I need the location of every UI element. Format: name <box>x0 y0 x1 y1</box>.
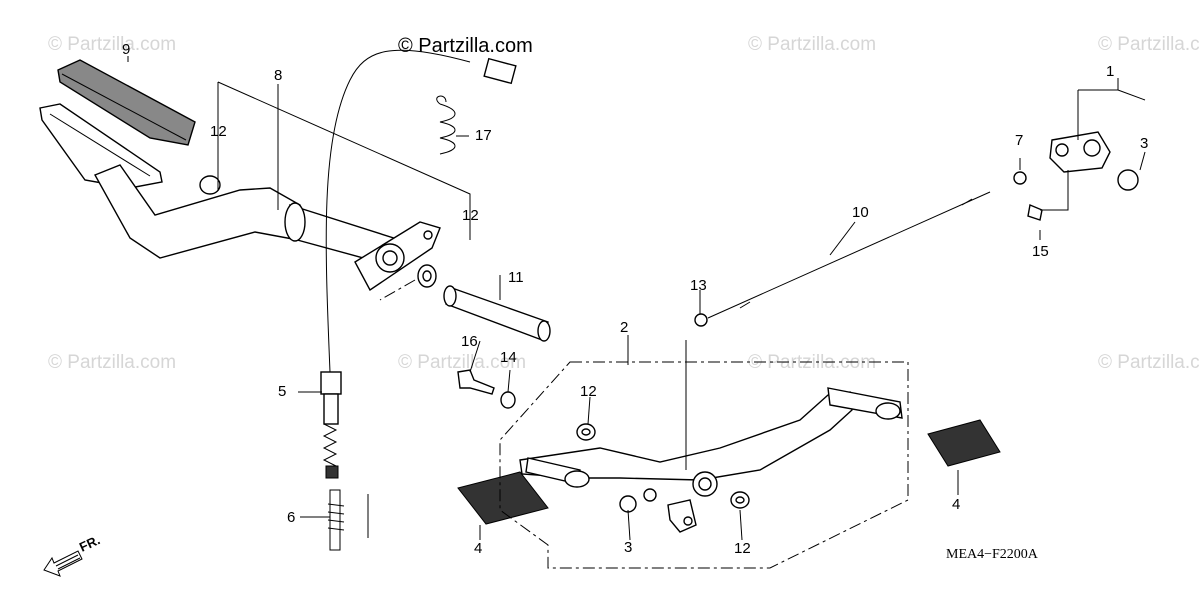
link-rod-part <box>694 171 1027 327</box>
adjuster-rod-part <box>327 489 345 551</box>
callout-16: 16 <box>461 333 478 350</box>
callout-13: 13 <box>690 277 707 294</box>
callout-12: 12 <box>580 383 597 400</box>
callout-12: 12 <box>210 123 227 140</box>
callout-3: 3 <box>1140 135 1148 152</box>
watermark-text: © Partzilla.com <box>748 352 876 373</box>
watermark-text: © Partzilla.com <box>1098 34 1200 55</box>
callout-4: 4 <box>474 540 482 557</box>
callout-9: 9 <box>122 41 130 58</box>
callout-15: 15 <box>1032 243 1049 260</box>
pedal-rubber-part <box>57 59 196 146</box>
step-rubber-part <box>457 419 1001 525</box>
washer-part <box>457 369 750 509</box>
callout-14: 14 <box>500 349 517 366</box>
watermark-text: © Partzilla.com <box>398 352 526 373</box>
watermark-text: © Partzilla.com <box>748 34 876 55</box>
callout-7: 7 <box>1015 132 1023 149</box>
callout-11: 11 <box>508 269 524 286</box>
return-spring-part <box>436 95 456 155</box>
callout-2: 2 <box>620 319 628 336</box>
pivot-bolt-part <box>443 285 551 342</box>
callout-4: 4 <box>952 496 960 513</box>
callout-6: 6 <box>287 509 295 526</box>
watermark-text: © Partzilla.com <box>1098 352 1200 373</box>
brake-cable-part <box>320 49 517 479</box>
callout-12: 12 <box>734 540 751 557</box>
callout-10: 10 <box>852 204 869 221</box>
watermark-text: © Partzilla.com <box>48 34 176 55</box>
watermark-text: © Partzilla.com <box>48 352 176 373</box>
callout-1: 1 <box>1106 63 1114 80</box>
watermark-layer: © Partzilla.com © Partzilla.com © Partzi… <box>48 34 1200 373</box>
assembly-frames <box>379 279 909 569</box>
callout-8: 8 <box>274 67 282 84</box>
front-direction-indicator: FR. <box>43 532 102 577</box>
callout-12: 12 <box>462 207 479 224</box>
front-direction-label: FR. <box>77 532 102 554</box>
callout-5: 5 <box>278 383 286 400</box>
callout-3: 3 <box>624 539 632 556</box>
callout-17: 17 <box>475 127 492 144</box>
joint-part <box>1027 131 1139 221</box>
callout-numbers: 9 8 12 17 12 11 16 14 5 6 4 12 3 12 2 13… <box>122 41 1148 557</box>
diagram-code: MEA4−F2200A <box>946 547 1039 562</box>
step-pedal-part <box>519 387 903 533</box>
copyright-watermark: © Partzilla.com <box>398 35 533 57</box>
pivot-washer-part <box>417 264 437 288</box>
brake-pedal-part <box>39 103 441 292</box>
